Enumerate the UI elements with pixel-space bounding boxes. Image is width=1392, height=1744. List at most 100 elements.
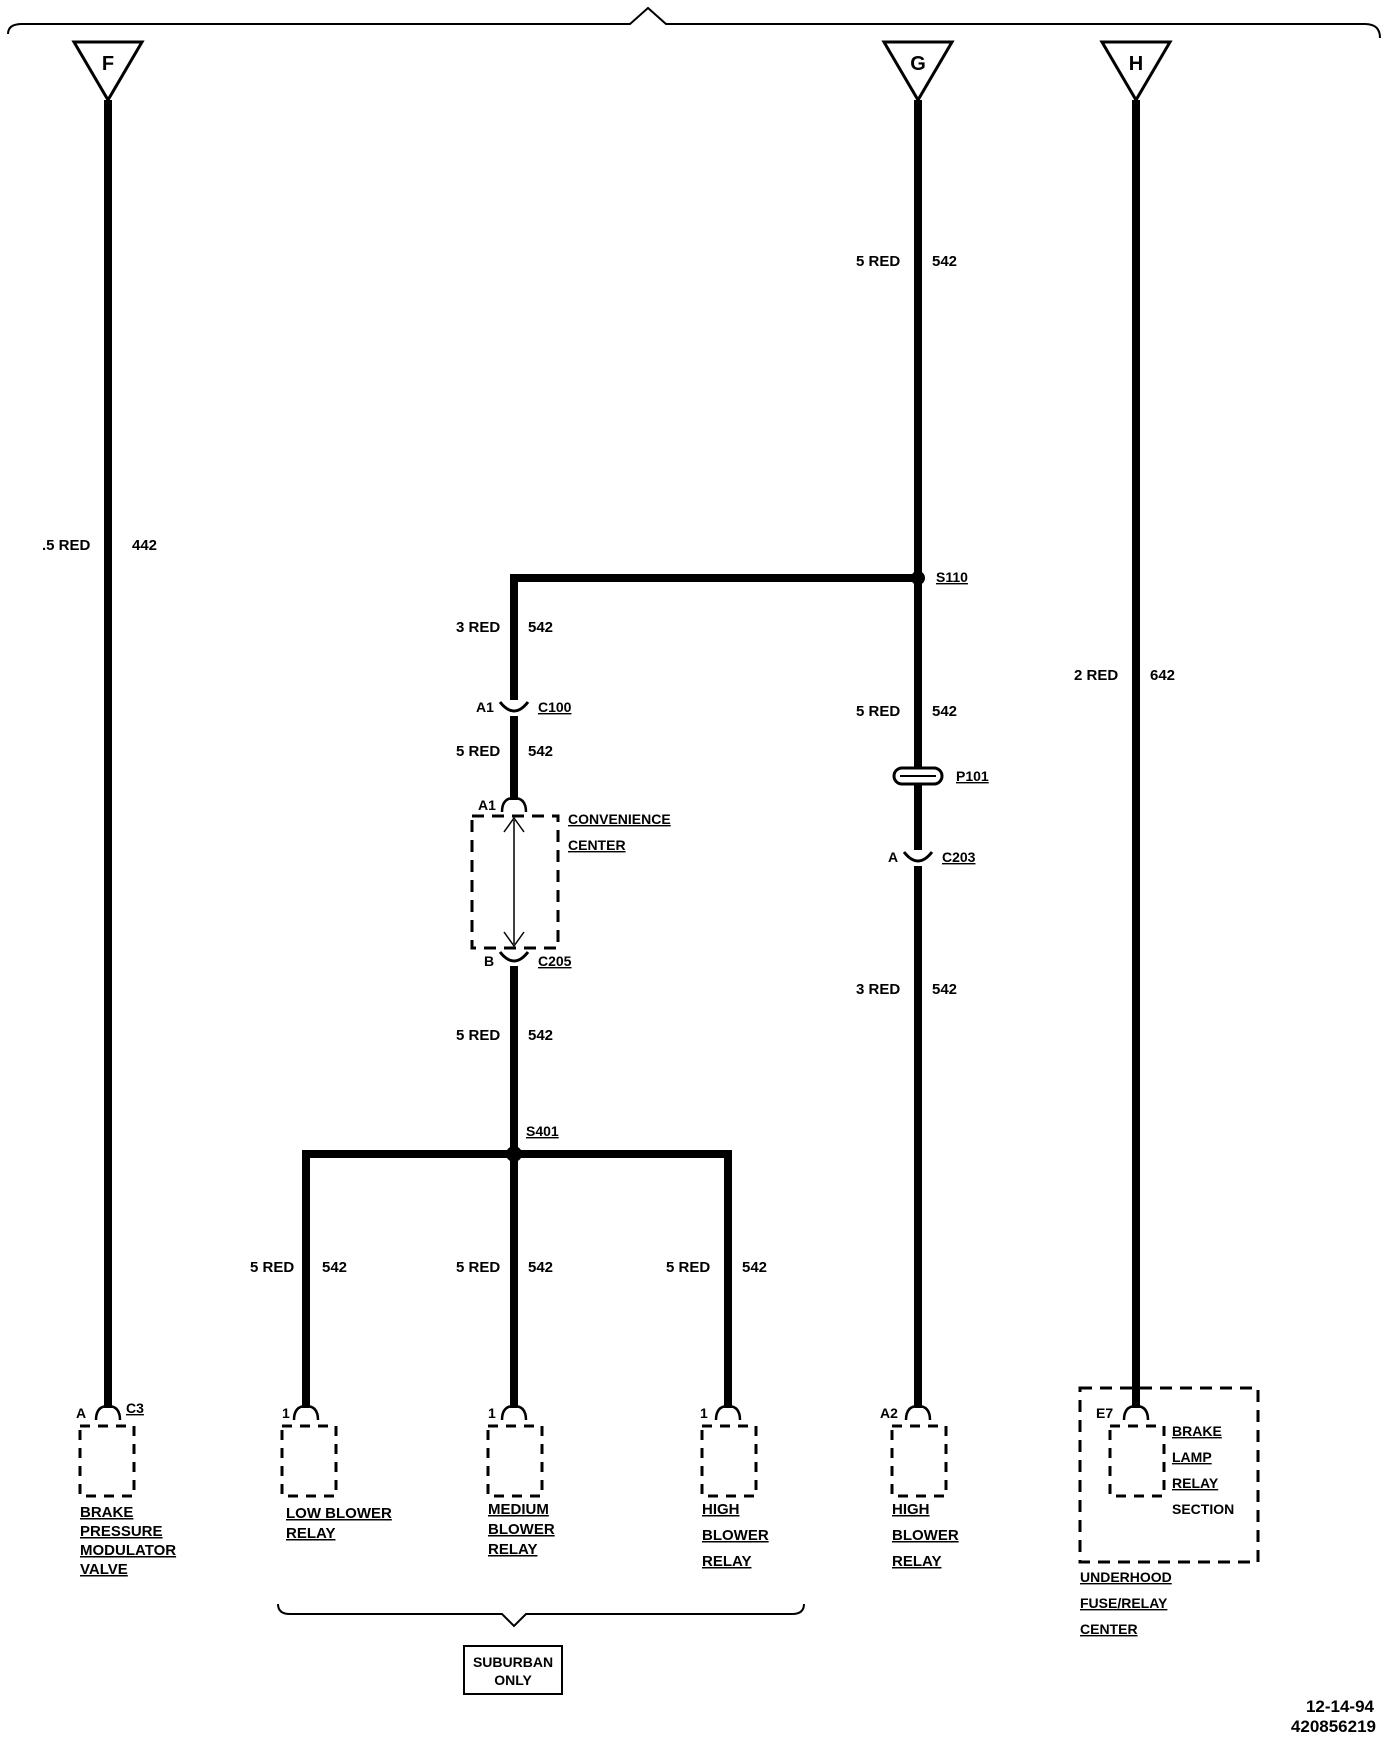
c203-terminal — [902, 851, 934, 863]
svg-text:MODULATOR: MODULATOR — [80, 1542, 176, 1559]
splice-s401-label: S401 — [526, 1123, 559, 1139]
wire-h-gauge: 2 RED — [1074, 667, 1118, 684]
high-blower-b-pin: A2 — [880, 1405, 898, 1421]
c100-terminal — [498, 701, 530, 713]
svg-text:FUSE/RELAY: FUSE/RELAY — [1080, 1595, 1168, 1611]
brake-valve-box — [78, 1424, 136, 1498]
c3-label: C3 — [126, 1400, 144, 1416]
wire-g-lower-circuit: 542 — [932, 981, 957, 998]
high-blower-a-terminal — [714, 1404, 742, 1421]
svg-text:MEDIUM: MEDIUM — [488, 1501, 549, 1518]
c203-label: C203 — [942, 849, 976, 865]
suburban-bracket — [277, 1603, 805, 1628]
brake-valve-label: BRAKE PRESSURE MODULATOR VALVE — [80, 1504, 176, 1578]
svg-text:HIGH: HIGH — [702, 1501, 740, 1518]
svg-text:VALVE: VALVE — [80, 1561, 128, 1578]
medium-blower-pin: 1 — [488, 1405, 496, 1421]
wire-s110-left-circuit: 542 — [528, 619, 553, 636]
svg-text:RELAY: RELAY — [488, 1541, 537, 1558]
svg-text:CENTER: CENTER — [568, 837, 626, 853]
svg-text:PRESSURE: PRESSURE — [80, 1523, 163, 1540]
wire-h-circuit: 642 — [1150, 667, 1175, 684]
svg-text:BRAKE: BRAKE — [80, 1504, 133, 1521]
brake-valve-pin: A — [76, 1405, 86, 1421]
high-blower-b-box — [890, 1424, 948, 1498]
underhood-label: UNDERHOOD FUSE/RELAY CENTER — [1080, 1569, 1172, 1637]
svg-text:12-14-94: 12-14-94 — [1306, 1697, 1375, 1716]
wire-high-circuit: 542 — [742, 1259, 767, 1276]
conv-a1-pin: A1 — [478, 797, 496, 813]
svg-text:UNDERHOOD: UNDERHOOD — [1080, 1569, 1172, 1585]
brake-lamp-label: BRAKE LAMP RELAY SECTION — [1172, 1423, 1234, 1517]
brake-lamp-terminal — [1122, 1404, 1150, 1421]
c203-pin: A — [888, 849, 898, 865]
svg-text:BLOWER: BLOWER — [702, 1527, 769, 1544]
wire-c100-gauge: 5 RED — [456, 743, 500, 760]
svg-text:LAMP: LAMP — [1172, 1449, 1212, 1465]
low-blower-terminal — [292, 1404, 320, 1421]
wire-c205-circuit: 542 — [528, 1027, 553, 1044]
wire-c100-circuit: 542 — [528, 743, 553, 760]
low-blower-pin: 1 — [282, 1405, 290, 1421]
wire-low-gauge: 5 RED — [250, 1259, 294, 1276]
wire-low-circuit: 542 — [322, 1259, 347, 1276]
top-bracket — [7, 6, 1381, 39]
c3-terminal — [94, 1404, 122, 1421]
high-blower-b-label: HIGH BLOWER RELAY — [892, 1501, 959, 1570]
high-blower-a-label: HIGH BLOWER RELAY — [702, 1501, 769, 1570]
connector-f-label: F — [102, 53, 114, 75]
medium-blower-label: MEDIUM BLOWER RELAY — [488, 1501, 555, 1558]
svg-text:HIGH: HIGH — [892, 1501, 930, 1518]
conv-arrow-down — [503, 931, 525, 948]
suburban-note-box — [463, 1645, 563, 1695]
brake-lamp-box — [1108, 1424, 1166, 1498]
c100-label: C100 — [538, 699, 572, 715]
svg-text:SUBURBAN: SUBURBAN — [473, 1654, 553, 1670]
p101-grommet — [892, 766, 944, 786]
svg-text:RELAY: RELAY — [702, 1553, 751, 1570]
convenience-center-box — [470, 814, 560, 950]
p101-label: P101 — [956, 768, 989, 784]
low-blower-label: LOW BLOWER RELAY — [286, 1505, 392, 1542]
c100-pin: A1 — [476, 699, 494, 715]
svg-text:SECTION: SECTION — [1172, 1501, 1234, 1517]
svg-text:RELAY: RELAY — [1172, 1475, 1219, 1491]
svg-text:LOW BLOWER: LOW BLOWER — [286, 1505, 392, 1522]
splice-s110-label: S110 — [936, 569, 968, 585]
drawing-stamp: 12-14-94 420856219 — [1291, 1697, 1376, 1736]
conv-a1-terminal — [500, 796, 528, 813]
conv-arrow-up — [503, 816, 525, 833]
low-blower-box — [280, 1424, 338, 1498]
wire-f-circuit: 442 — [132, 537, 157, 554]
c205-label: C205 — [538, 953, 572, 969]
medium-blower-terminal — [500, 1404, 528, 1421]
wire-g-lower-gauge: 3 RED — [856, 981, 900, 998]
medium-blower-box — [486, 1424, 544, 1498]
convenience-center-label: CONVENIENCE CENTER — [568, 811, 671, 853]
high-blower-a-pin: 1 — [700, 1405, 708, 1421]
wire-high-gauge: 5 RED — [666, 1259, 710, 1276]
svg-text:RELAY: RELAY — [286, 1525, 335, 1542]
underhood-box — [1078, 1386, 1260, 1564]
connector-g-label: G — [910, 53, 926, 75]
wire-g-mid-circuit: 542 — [932, 703, 957, 720]
connector-h: H — [1099, 40, 1173, 103]
wire-c205-gauge: 5 RED — [456, 1027, 500, 1044]
wire-f-gauge: .5 RED — [42, 537, 91, 554]
high-blower-a-box — [700, 1424, 758, 1498]
svg-text:BLOWER: BLOWER — [488, 1521, 555, 1538]
svg-text:CENTER: CENTER — [1080, 1621, 1138, 1637]
svg-text:ONLY: ONLY — [494, 1672, 532, 1688]
svg-text:420856219: 420856219 — [1291, 1717, 1376, 1736]
connector-f: F — [71, 40, 145, 103]
svg-text:BLOWER: BLOWER — [892, 1527, 959, 1544]
suburban-note: SUBURBAN ONLY — [473, 1654, 553, 1688]
connector-g: G — [881, 40, 955, 103]
wire-s110-left-gauge: 3 RED — [456, 619, 500, 636]
c205-pin: B — [484, 953, 494, 969]
svg-text:CONVENIENCE: CONVENIENCE — [568, 811, 671, 827]
connector-h-label: H — [1129, 53, 1143, 75]
wire-g-top-circuit: 542 — [932, 253, 957, 270]
c205-terminal — [498, 951, 530, 963]
